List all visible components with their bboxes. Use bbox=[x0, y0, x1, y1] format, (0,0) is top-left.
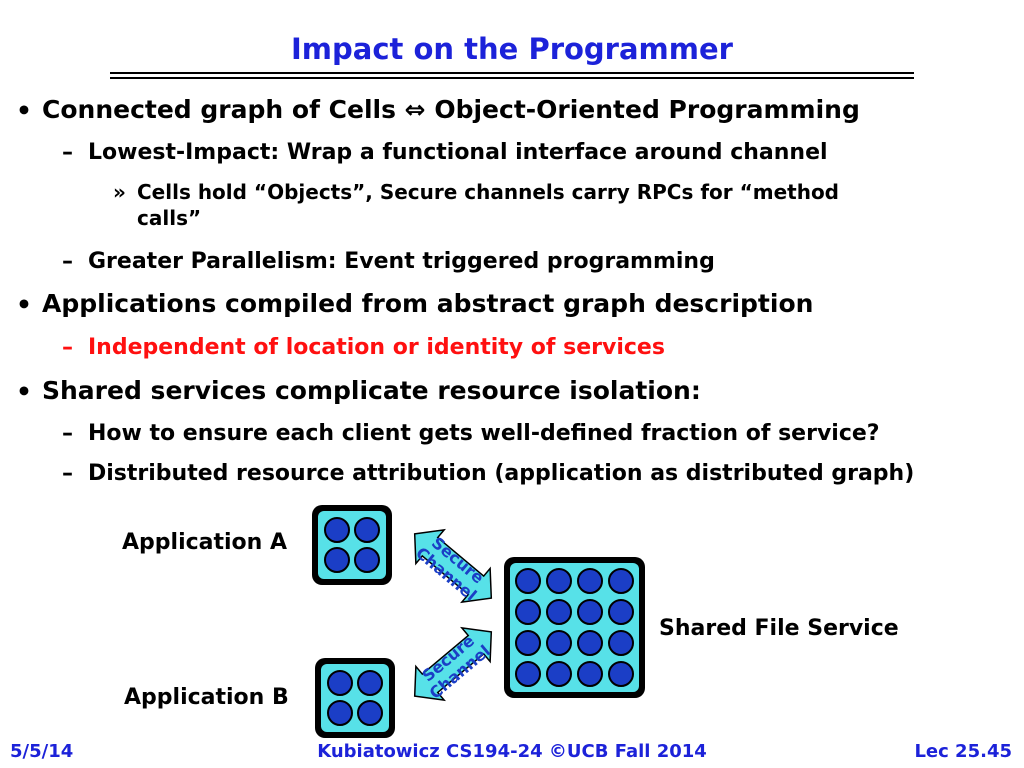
node-dot bbox=[515, 599, 541, 625]
node-dot bbox=[327, 670, 353, 696]
application-b-label: Application B bbox=[124, 685, 289, 710]
node-dot bbox=[608, 630, 634, 656]
application-a-label: Application A bbox=[122, 530, 288, 555]
node-dot bbox=[608, 568, 634, 594]
node-dot bbox=[357, 700, 383, 726]
bullet-shared-services: Shared services complicate resource isol… bbox=[42, 376, 701, 405]
subbullet-independent: Independent of location or identity of s… bbox=[88, 335, 665, 360]
footer-date: 5/5/14 bbox=[10, 741, 74, 762]
dash-marker: – bbox=[62, 421, 73, 446]
node-dot bbox=[515, 630, 541, 656]
node-dot bbox=[357, 670, 383, 696]
node-dot bbox=[515, 568, 541, 594]
title-rule-top bbox=[110, 72, 914, 74]
node-dot bbox=[608, 599, 634, 625]
node-dot bbox=[577, 661, 603, 687]
dash-marker: – bbox=[62, 335, 73, 360]
footer-course: Kubiatowicz CS194-24 ©UCB Fall 2014 bbox=[317, 741, 707, 762]
application-a-cell bbox=[312, 505, 392, 585]
subbullet-fraction: How to ensure each client gets well-defi… bbox=[88, 421, 880, 446]
title-rule-bottom bbox=[110, 77, 914, 79]
bullet-applications-compiled: Applications compiled from abstract grap… bbox=[42, 289, 814, 318]
node-dot bbox=[354, 547, 380, 573]
node-dot bbox=[354, 517, 380, 543]
node-dot bbox=[577, 599, 603, 625]
node-dot bbox=[324, 547, 350, 573]
bullet-marker: • bbox=[16, 377, 32, 406]
bullet-marker: • bbox=[16, 96, 32, 125]
node-dot bbox=[608, 661, 634, 687]
dash-marker: – bbox=[62, 461, 73, 486]
bullet-marker: • bbox=[16, 290, 32, 319]
node-dot bbox=[546, 599, 572, 625]
secure-channel-arrow-a: Secure Channel bbox=[399, 516, 507, 616]
dash-marker: – bbox=[62, 140, 73, 165]
node-dot bbox=[515, 661, 541, 687]
subsub-cells-hold: Cells hold “Objects”, Secure channels ca… bbox=[137, 180, 840, 204]
node-dot bbox=[546, 568, 572, 594]
bullet-oop: Connected graph of Cells ⇔ Object-Orient… bbox=[42, 95, 860, 124]
node-dot bbox=[324, 517, 350, 543]
subbullet-parallelism: Greater Parallelism: Event triggered pro… bbox=[88, 249, 715, 274]
node-dot bbox=[546, 661, 572, 687]
node-dot bbox=[577, 568, 603, 594]
sub-marker: » bbox=[113, 180, 126, 204]
shared-file-service-cell bbox=[504, 557, 645, 698]
node-dot bbox=[327, 700, 353, 726]
node-dot bbox=[546, 630, 572, 656]
footer-lecture: Lec 25.45 bbox=[914, 741, 1012, 762]
node-dot bbox=[577, 630, 603, 656]
application-b-cell bbox=[315, 658, 395, 738]
subbullet-attribution: Distributed resource attribution (applic… bbox=[88, 461, 915, 486]
dash-marker: – bbox=[62, 249, 73, 274]
secure-channel-arrow-b: Secure Channel bbox=[399, 614, 507, 714]
subbullet-lowest-impact: Lowest-Impact: Wrap a functional interfa… bbox=[88, 140, 828, 165]
shared-file-service-label: Shared File Service bbox=[659, 616, 899, 641]
slide-title: Impact on the Programmer bbox=[291, 32, 733, 66]
subsub-cells-hold-cont: calls” bbox=[137, 206, 202, 230]
